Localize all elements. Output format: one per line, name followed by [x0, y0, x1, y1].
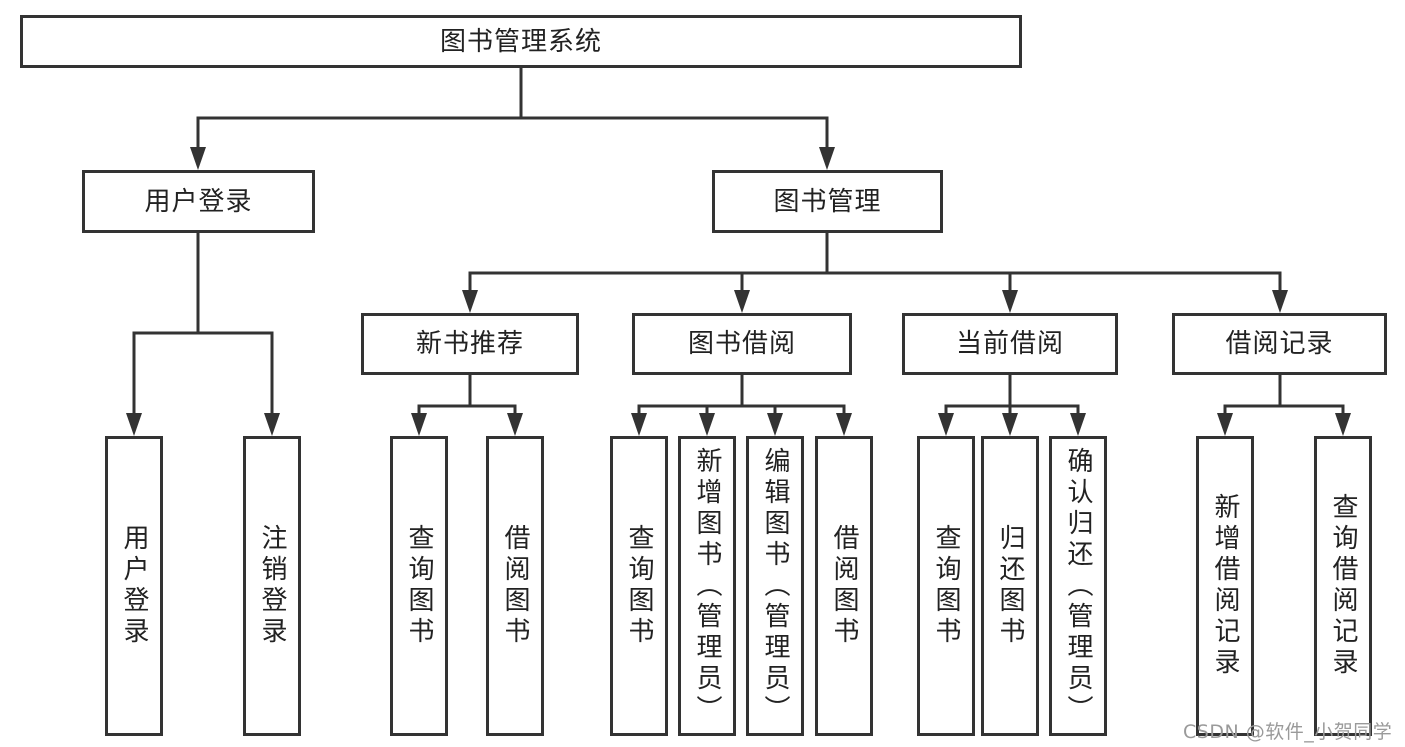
leaf-borrow-books: 借阅图书	[815, 436, 873, 736]
arrowhead	[1335, 413, 1351, 436]
edge-book-management-to-children	[468, 231, 1282, 293]
arrowhead	[1002, 413, 1018, 436]
arrowhead	[1217, 413, 1233, 436]
arrowhead	[767, 413, 783, 436]
leaf-user-login: 用户登录	[105, 436, 163, 736]
leaf-borrow-books-recommend: 借阅图书	[486, 436, 544, 736]
edge-records-to-children	[1223, 373, 1345, 416]
leaf-query-books-current: 查询图书	[917, 436, 975, 736]
arrowhead	[1070, 413, 1086, 436]
node-borrowing-records: 借阅记录	[1172, 313, 1387, 375]
arrowhead	[126, 413, 142, 436]
arrowheads	[126, 147, 1351, 436]
leaf-add-borrow-record: 新增借阅记录	[1196, 436, 1254, 736]
node-current-borrowing: 当前借阅	[902, 313, 1118, 375]
arrowhead	[411, 413, 427, 436]
arrowhead	[507, 413, 523, 436]
leaf-query-books-recommend: 查询图书	[390, 436, 448, 736]
leaf-return-books: 归还图书	[981, 436, 1039, 736]
leaf-edit-books-admin: 编辑图书（管理员）	[746, 436, 804, 736]
leaf-query-books-borrow: 查询图书	[610, 436, 668, 736]
arrowhead	[836, 413, 852, 436]
arrowhead	[631, 413, 647, 436]
edge-user-login-to-children	[132, 231, 274, 416]
arrowhead	[819, 147, 835, 170]
edge-current-to-children	[944, 373, 1080, 416]
edge-recommend-to-children	[417, 373, 517, 416]
node-book-management: 图书管理	[712, 170, 943, 233]
arrowhead	[938, 413, 954, 436]
arrowhead	[699, 413, 715, 436]
arrowhead	[462, 290, 478, 313]
csdn-watermark: CSDN @软件_小贺同学	[1183, 721, 1393, 743]
leaf-add-books-admin: 新增图书（管理员）	[678, 436, 736, 736]
edge-borrow-to-children	[637, 373, 846, 416]
arrowhead	[1002, 290, 1018, 313]
arrowhead	[734, 290, 750, 313]
leaf-confirm-return-admin: 确认归还（管理员）	[1049, 436, 1107, 736]
edge-root-to-level2	[196, 66, 829, 150]
node-book-borrowing: 图书借阅	[632, 313, 852, 375]
arrowhead	[190, 147, 206, 170]
node-user-login: 用户登录	[82, 170, 315, 233]
node-new-book-recommendation: 新书推荐	[361, 313, 579, 375]
arrowhead	[264, 413, 280, 436]
leaf-logout-login: 注销登录	[243, 436, 301, 736]
arrowhead	[1272, 290, 1288, 313]
node-library-management-system: 图书管理系统	[20, 15, 1022, 68]
leaf-query-borrow-record: 查询借阅记录	[1314, 436, 1372, 736]
